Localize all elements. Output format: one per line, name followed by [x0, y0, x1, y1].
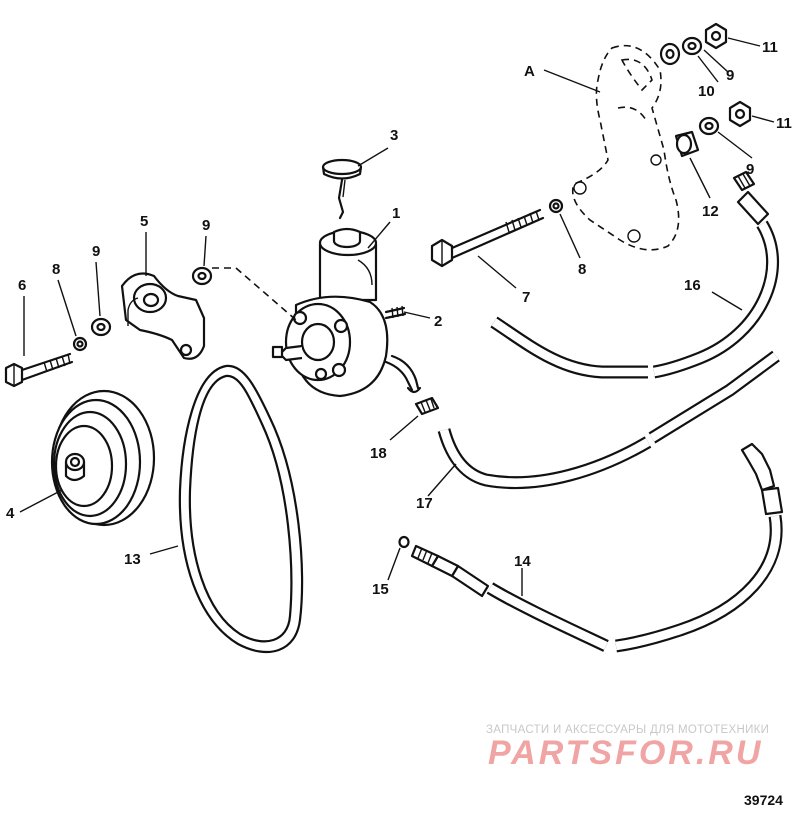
callout-8-left: 8 [52, 261, 60, 278]
callout-labels: 1 2 3 4 5 6 7 8 8 9 9 9 9 10 11 11 12 13… [6, 39, 792, 598]
washer-top [681, 36, 703, 56]
figure-number: 39724 [744, 792, 783, 808]
callout-2: 2 [434, 313, 442, 330]
watermark-tagline: ЗАПЧАСТИ И АКСЕССУАРЫ ДЛЯ МОТОТЕХНИКИ [486, 724, 769, 736]
callout-3: 3 [390, 127, 398, 144]
callout-5: 5 [140, 213, 148, 230]
long-bolt [430, 208, 545, 268]
callout-11-top: 11 [762, 39, 778, 56]
nut-top [704, 22, 728, 50]
fitting [414, 396, 440, 416]
callout-9-top: 9 [726, 67, 734, 84]
callout-a: A [524, 63, 535, 80]
callout-16: 16 [684, 277, 701, 294]
callout-9-left: 9 [92, 243, 100, 260]
pump-bracket [120, 272, 206, 360]
alignment-line [212, 267, 297, 321]
nut-right [728, 100, 752, 128]
callout-7: 7 [522, 289, 530, 306]
power-steering-pump [271, 227, 422, 398]
watermark: ЗАПЧАСТИ И АКСЕССУАРЫ ДЛЯ МОТОТЕХНИКИ PA… [486, 724, 769, 772]
callout-14: 14 [514, 553, 531, 570]
pressure-hose-upper [490, 170, 779, 379]
callout-13: 13 [124, 551, 141, 568]
reservoir-cap [321, 158, 363, 220]
drive-belt [178, 364, 304, 654]
callout-17: 17 [416, 495, 433, 512]
callout-10: 10 [698, 83, 715, 100]
pressure-hose-lower [410, 442, 784, 653]
callout-6: 6 [18, 277, 26, 294]
callout-1: 1 [392, 205, 400, 222]
callout-18: 18 [370, 445, 387, 462]
pulley [50, 389, 156, 527]
washer-bracket [191, 266, 213, 286]
callout-9-bracket: 9 [202, 217, 210, 234]
return-hose [437, 350, 780, 490]
callout-12: 12 [702, 203, 719, 220]
callout-9-right: 9 [746, 161, 754, 178]
callout-15: 15 [372, 581, 389, 598]
callout-8-right: 8 [578, 261, 586, 278]
spacer-top [659, 42, 681, 66]
washer-right [698, 116, 720, 136]
stud [384, 305, 407, 320]
mounting-bracket-a [571, 44, 680, 251]
leader-lines [19, 37, 775, 596]
callout-11-right: 11 [776, 115, 792, 132]
o-ring [398, 535, 410, 549]
bolt-left [4, 352, 74, 388]
lock-washer-right [548, 198, 564, 214]
washer-left [90, 317, 112, 337]
spacer-right [674, 130, 700, 158]
callout-4: 4 [6, 505, 15, 522]
lock-washer-left [72, 336, 88, 352]
watermark-logo: PARTSFOR.RU [488, 734, 763, 772]
